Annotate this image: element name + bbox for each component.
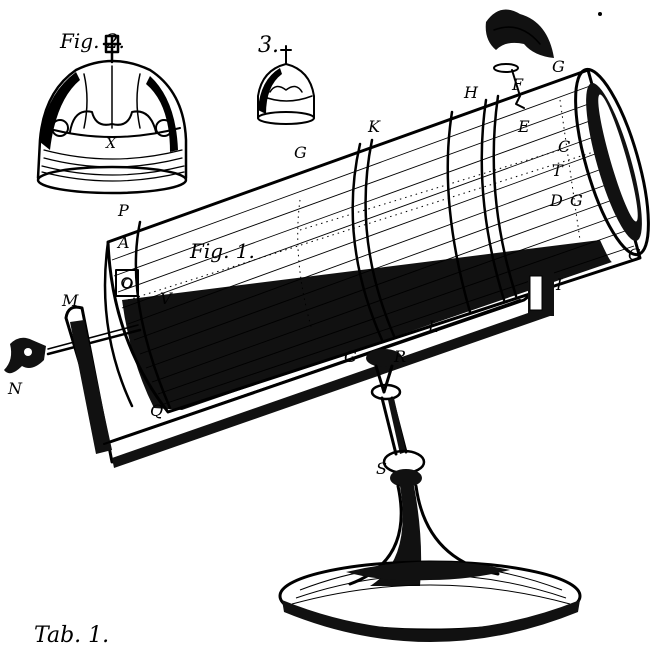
fig3-caption: 3.: [258, 33, 279, 58]
label-c: C: [558, 137, 570, 156]
label-o: O: [122, 277, 133, 292]
label-n: N: [7, 379, 23, 398]
telescope-tube: [103, 9, 650, 414]
label-g-inner: G: [570, 191, 583, 210]
label-q: Q: [150, 401, 163, 420]
label-k: K: [367, 117, 381, 136]
label-a: A: [116, 233, 130, 252]
ink-speck: [598, 12, 602, 16]
label-g-end: G: [628, 245, 641, 264]
label-d: D: [549, 191, 563, 210]
label-f: F: [511, 75, 524, 94]
plate-caption: Tab. 1.: [34, 623, 109, 648]
label-g-top: G: [552, 57, 565, 76]
fig3-small-cap: [257, 45, 315, 125]
label-i: I: [555, 275, 563, 294]
fig2-caption: Fig. 2.: [59, 29, 125, 53]
label-m: M: [61, 291, 79, 310]
label-r: R: [393, 347, 406, 366]
label-h: H: [463, 83, 479, 102]
label-s: S: [376, 459, 387, 478]
label-t: T: [552, 161, 564, 180]
label-v: V: [160, 289, 173, 308]
fig1-caption: Fig. 1.: [189, 239, 255, 263]
label-g-low: G: [344, 347, 357, 366]
stand: [278, 349, 582, 642]
label-e: E: [517, 117, 530, 136]
cradle-bracket: [64, 272, 554, 468]
label-x: X: [105, 136, 117, 152]
focusing-screw: [4, 324, 142, 374]
label-p: P: [117, 201, 129, 220]
fig2-crown-cap: [36, 34, 188, 195]
label-l: L: [427, 317, 439, 336]
label-g-mid: G: [294, 143, 307, 162]
